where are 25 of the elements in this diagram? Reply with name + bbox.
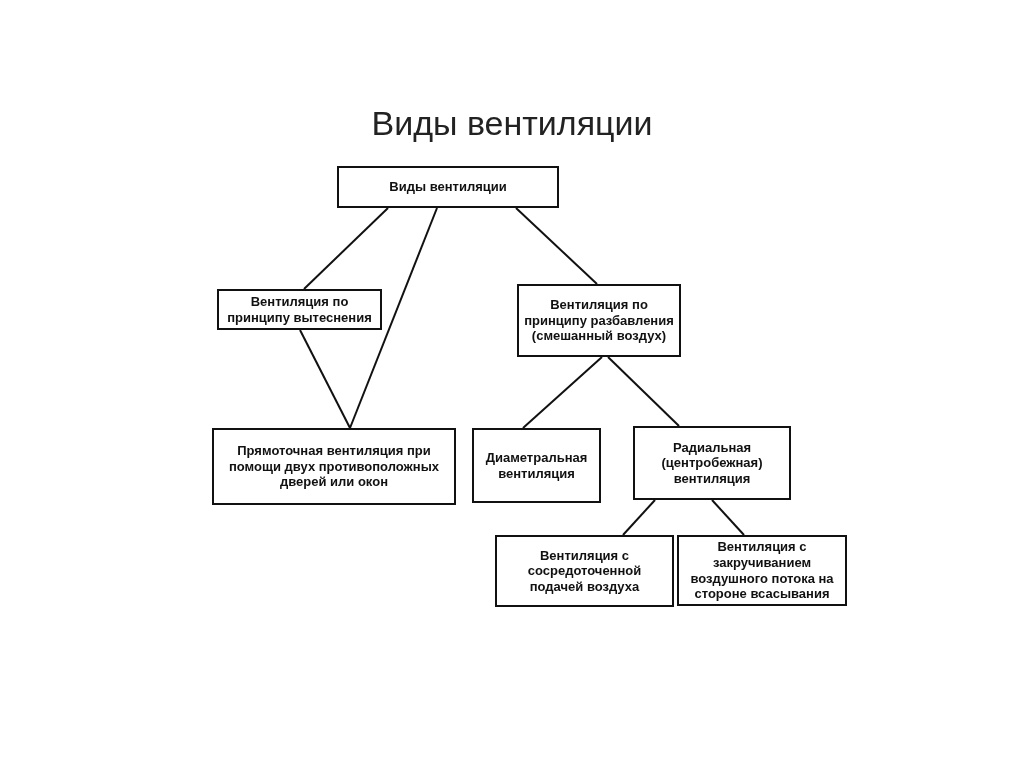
connector-line [622,499,656,536]
connector-line [607,356,680,427]
category-box [677,535,847,606]
category-box [337,166,559,208]
connector-line [522,356,603,429]
connector-line [349,207,438,429]
category-box [217,289,382,330]
box-label: Диаметральная вентиляция [484,449,589,482]
diagram-title: Виды вентиляции [370,104,654,143]
category-box [633,426,791,500]
category-box [517,284,681,357]
category-box [495,535,674,607]
connector-line [711,499,745,536]
connector-line [303,207,389,290]
box-label: Прямоточная вентиляция при помощи двух противоположных дверей или окон [228,443,440,490]
connector-line [299,329,351,429]
box-label: Вентиляция с закручиванием воздушного потока на стороне всасывания [689,539,835,602]
box-label: Радиальная (центробежная) вентиляция [660,439,764,487]
category-box [212,428,456,505]
connector-line [515,207,598,285]
box-label: Виды вентиляции [389,179,507,195]
box-label: Вентиляция с сосредоточенной подачей воздуха [526,547,643,595]
box-label: Вентиляция по принципу разбавления (смешанный воздух) [523,297,675,344]
category-box [472,428,601,503]
box-label: Вентиляция по принципу вытеснения [226,293,373,326]
